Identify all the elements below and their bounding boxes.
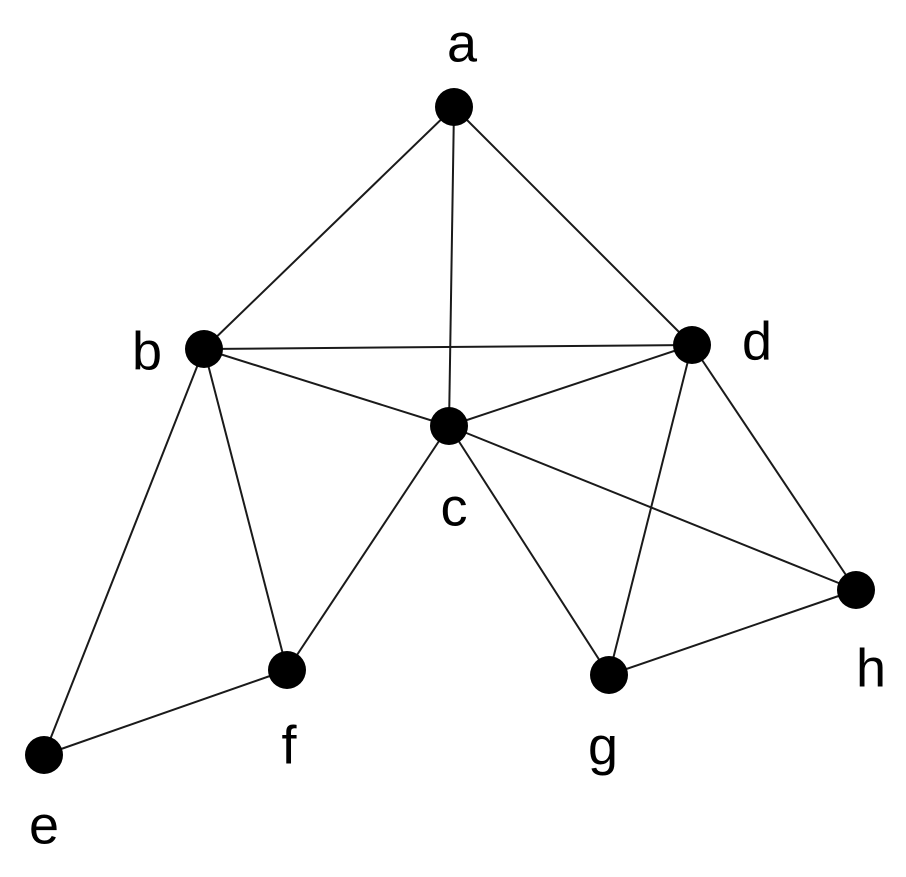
node-label-a: a <box>447 13 478 73</box>
node-label-h: h <box>856 638 886 698</box>
edge-e-f <box>43 669 288 756</box>
node-f <box>268 651 306 689</box>
node-h <box>837 571 875 609</box>
edge-c-f <box>286 425 450 671</box>
node-b <box>185 330 223 368</box>
edge-c-g <box>448 425 610 676</box>
node-a <box>435 88 473 126</box>
node-d <box>673 326 711 364</box>
edge-c-d <box>448 344 693 427</box>
node-label-c: c <box>441 477 468 537</box>
node-e <box>25 736 63 774</box>
graph-labels: a b c d e f g h <box>29 13 886 855</box>
edge-d-h <box>691 344 857 591</box>
node-g <box>590 656 628 694</box>
edge-g-h <box>608 589 857 676</box>
node-label-f: f <box>281 715 297 775</box>
edge-d-g <box>608 344 693 676</box>
node-label-d: d <box>742 311 772 371</box>
graph-nodes <box>25 88 875 774</box>
node-label-e: e <box>29 795 59 855</box>
edge-a-d <box>453 106 693 346</box>
node-label-g: g <box>588 716 618 776</box>
node-c <box>430 407 468 445</box>
node-label-b: b <box>132 321 162 381</box>
graph-edges <box>43 106 857 756</box>
edge-b-d <box>203 344 693 350</box>
edge-c-h <box>448 425 857 591</box>
edge-b-e <box>43 348 205 756</box>
edge-a-b <box>203 106 455 350</box>
edge-b-f <box>203 348 288 671</box>
edge-b-c <box>203 348 450 427</box>
edge-a-c <box>448 106 455 427</box>
